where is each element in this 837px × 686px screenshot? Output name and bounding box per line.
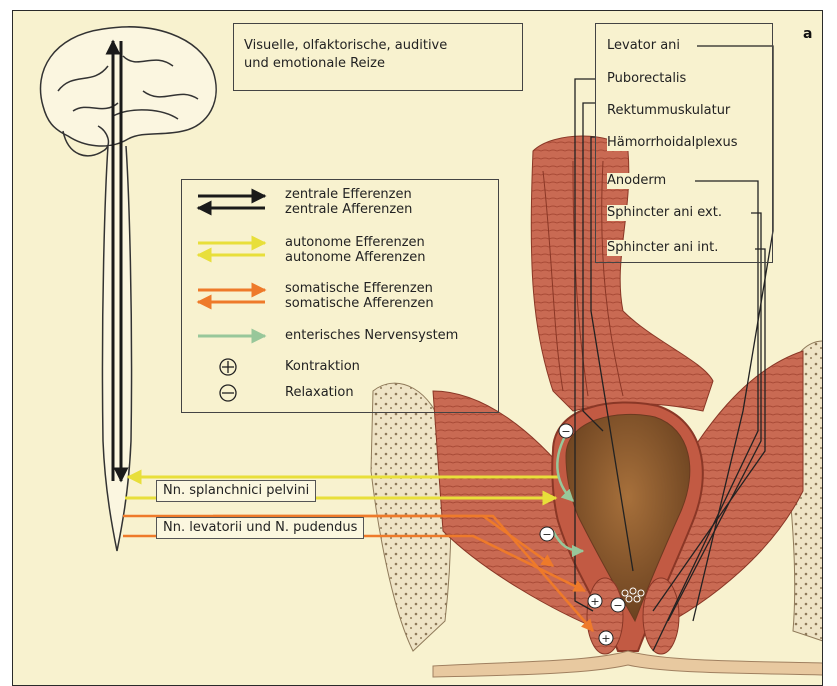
svg-text:+: + — [590, 595, 599, 608]
stimuli-line-2: und emotionale Reize — [244, 56, 385, 72]
perineal-skin — [433, 651, 823, 677]
legend-central-efferent: zentrale Efferenzen — [285, 187, 412, 203]
stimuli-box: Visuelle, olfaktorische, auditive und em… — [233, 23, 523, 91]
legend-autonomic-afferent: autonome Afferenzen — [285, 250, 425, 266]
legend-contraction: Kontraktion — [285, 359, 360, 375]
structure-rektummuskulatur: Rektummuskulatur — [607, 103, 730, 119]
brain-drawing — [41, 27, 217, 156]
svg-text:−: − — [542, 528, 551, 541]
structure-sphincter-ext: Sphincter ani ext. — [607, 205, 722, 221]
legend-autonomic-efferent: autonome Efferenzen — [285, 235, 425, 251]
panel-letter: a — [803, 26, 812, 42]
legend-central-afferent: zentrale Afferenzen — [285, 202, 412, 218]
legend-enteric: enterisches Nervensystem — [285, 328, 458, 344]
nerve-label-splanchnici: Nn. splanchnici pelvini — [156, 480, 316, 502]
legend-relaxation: Relaxation — [285, 385, 354, 401]
svg-text:+: + — [601, 632, 610, 645]
structure-puborectalis: Puborectalis — [607, 71, 686, 87]
spinal-cord-drawing — [102, 146, 131, 551]
legend-somatic-efferent: somatische Efferenzen — [285, 281, 433, 297]
figure-frame: − − + − + — [12, 10, 823, 686]
legend-somatic-afferent: somatische Afferenzen — [285, 296, 434, 312]
sphincter-ext-right — [643, 578, 679, 654]
svg-text:−: − — [561, 425, 570, 438]
nerve-label-pudendus: Nn. levatorii und N. pudendus — [156, 517, 364, 539]
stimuli-line-1: Visuelle, olfaktorische, auditive — [244, 38, 447, 54]
structure-haemorrhoidalplexus: Hämorrhoidalplexus — [607, 135, 738, 151]
svg-text:−: − — [613, 599, 622, 612]
structure-levator-ani: Levator ani — [607, 38, 680, 54]
structure-sphincter-int: Sphincter ani int. — [607, 240, 718, 256]
structure-anoderm: Anoderm — [607, 173, 666, 189]
